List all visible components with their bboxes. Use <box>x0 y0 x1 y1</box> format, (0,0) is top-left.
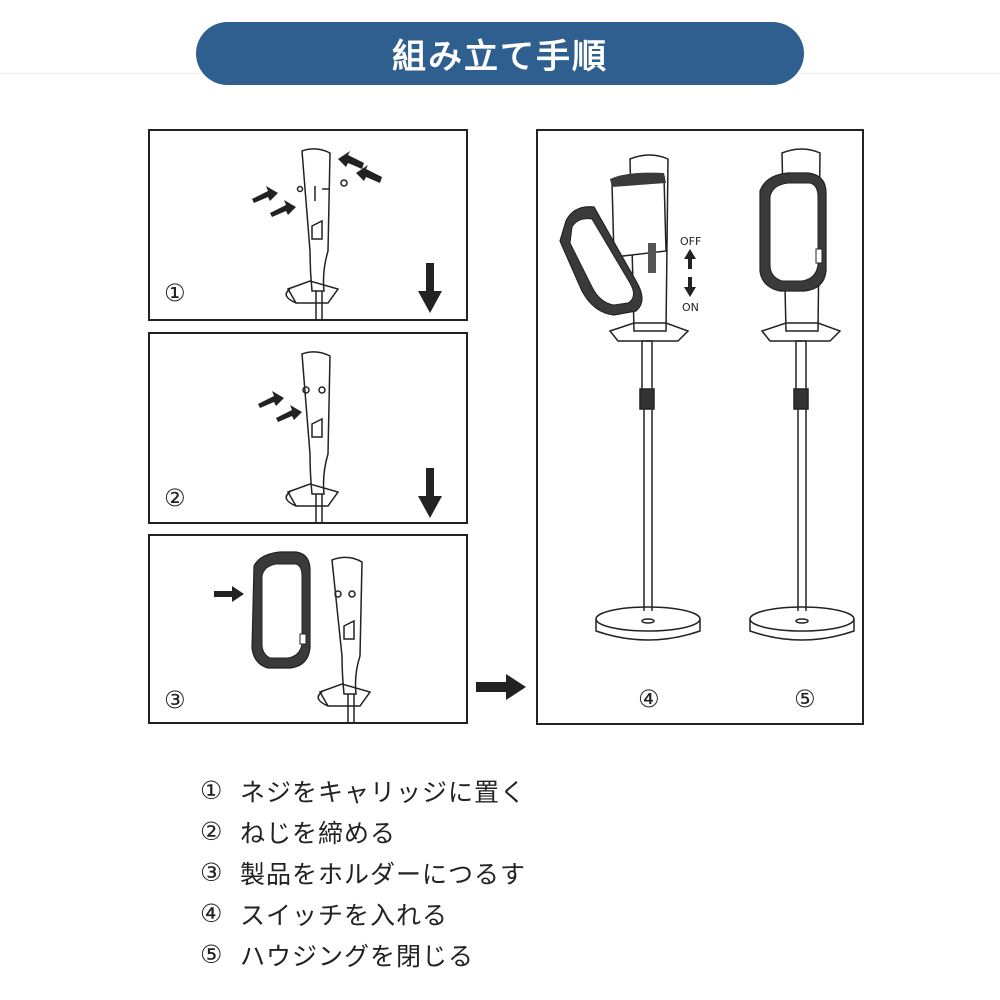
step-panel-4-5: OFF ON ④ ⑤ <box>536 129 864 725</box>
instruction-number: ⑤ <box>200 940 224 969</box>
arrow-up-icon <box>684 249 696 269</box>
instruction-number: ① <box>200 776 224 805</box>
arrow-left-icon <box>338 151 364 169</box>
arrow-down-icon <box>684 277 696 297</box>
dispenser-open-illustration <box>559 172 667 316</box>
instruction-text: ハウジングを閉じる <box>240 941 475 971</box>
instruction-text: ネジをキャリッジに置く <box>240 777 527 807</box>
instruction-number: ③ <box>200 858 224 887</box>
instruction-text: スイッチを入れる <box>240 900 449 930</box>
step-4-5-illustration: OFF ON <box>559 148 855 641</box>
list-item: ① ネジをキャリッジに置く <box>200 770 526 811</box>
instruction-list: ① ネジをキャリッジに置く ② ねじを締める ③ 製品をホルダーにつるす ④ スイッチを… <box>200 770 526 975</box>
arrow-right-icon <box>276 405 302 422</box>
list-item: ④ スイッチを入れる <box>200 893 526 934</box>
arrow-right-icon <box>476 674 526 700</box>
step-panel-3: ③ <box>148 534 468 724</box>
step-2-illustration <box>258 351 442 522</box>
step-number: ① <box>164 279 186 307</box>
instruction-text: 製品をホルダーにつるす <box>240 859 527 889</box>
step-number: ⑤ <box>794 685 816 713</box>
arrow-left-icon <box>356 165 382 183</box>
step-panel-1: ① <box>148 129 468 321</box>
arrow-down-icon <box>418 468 442 518</box>
step-number: ④ <box>638 685 660 713</box>
step-1-illustration <box>252 148 442 319</box>
arrow-right-icon <box>252 186 278 203</box>
title-banner: 組み立て手順 <box>196 22 804 85</box>
off-label: OFF <box>680 235 701 248</box>
arrow-down-icon <box>418 263 442 313</box>
page-title: 組み立て手順 <box>392 37 608 77</box>
list-item: ⑤ ハウジングを閉じる <box>200 934 526 975</box>
instruction-number: ④ <box>200 899 224 928</box>
instruction-number: ② <box>200 817 224 846</box>
step-3-illustration <box>214 551 372 722</box>
list-item: ③ 製品をホルダーにつるす <box>200 852 526 893</box>
step-number: ② <box>164 484 186 512</box>
arrow-right-icon <box>270 200 296 217</box>
dispenser-closed-illustration <box>759 172 827 292</box>
list-item: ② ねじを締める <box>200 811 526 852</box>
step-number: ③ <box>164 686 186 714</box>
step-panel-2: ② <box>148 332 468 524</box>
arrow-right-icon <box>258 391 284 408</box>
stand-open-illustration <box>595 154 701 641</box>
arrow-right-icon <box>214 586 244 602</box>
on-label: ON <box>682 301 699 314</box>
instruction-text: ねじを締める <box>240 818 397 848</box>
stand-closed-illustration <box>749 148 855 641</box>
